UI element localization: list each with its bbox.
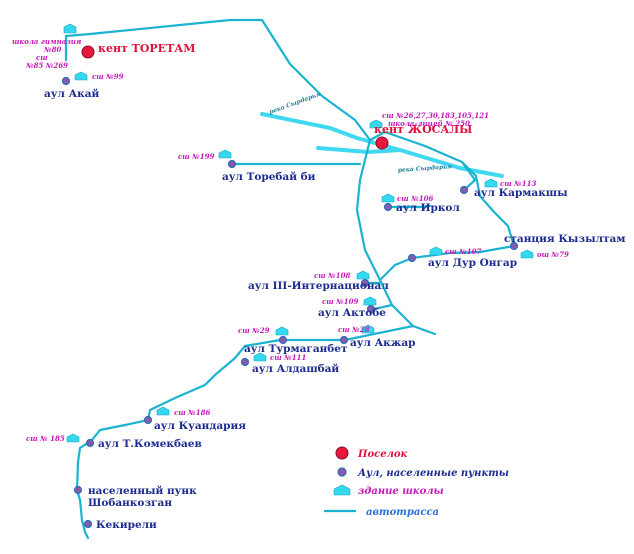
- school-icon: [361, 324, 375, 334]
- school-label-kyzyltam: ош №79: [537, 250, 569, 259]
- school-label-karmakshy: сш №113: [500, 179, 536, 188]
- legend-school-label: здание школы: [358, 486, 444, 497]
- legend-kent-icon: [335, 446, 349, 460]
- school-label-akai: сш №99: [92, 72, 124, 81]
- road-main: [88, 18, 437, 336]
- label-aktobe: аул Актобе: [318, 307, 386, 319]
- legend-school-icon: [333, 484, 351, 496]
- school-label-torebai: сш №199: [178, 152, 214, 161]
- school-icon: [63, 23, 77, 34]
- road-karmakshy: [368, 130, 516, 248]
- marker-aktobe: [366, 304, 376, 314]
- school-icons: [63, 23, 534, 443]
- river-label-2: река Сырдарья: [398, 163, 453, 174]
- marker-kyzyltam: [509, 241, 519, 251]
- label-dur-ongar: аул Дур Онгар: [428, 257, 517, 269]
- label-kuandaria: аул Куандария: [154, 420, 246, 432]
- marker-aldashbai: [240, 357, 250, 367]
- school-icon: [381, 193, 395, 203]
- road-network: [64, 18, 516, 540]
- road-south: [75, 324, 415, 540]
- school-label-komekbaev: сш № 185: [26, 434, 65, 443]
- legend-road-label: автотрасса: [366, 507, 439, 518]
- label-akzhar: аул Акжар: [350, 337, 415, 349]
- school-icon: [369, 119, 383, 129]
- label-komekbaev: аул Т.Комекбаев: [98, 438, 202, 450]
- label-zhosaly: кент ЖОСАЛЫ: [374, 123, 472, 136]
- legend-village-label: Аул, населенные пункты: [357, 468, 509, 479]
- school-label-turmaganbet: сш №29: [238, 326, 270, 335]
- marker-karmakshy: [459, 185, 469, 195]
- school-label-zhosaly-2: школа-лицей № 250: [388, 119, 470, 128]
- marker-iii-int: [360, 278, 370, 288]
- school-label-aktobe: сш №109: [322, 297, 358, 306]
- school-label-akzhar: сш №28: [338, 325, 370, 334]
- label-karmakshy: аул Кармакшы: [474, 187, 568, 199]
- village-markers: [61, 76, 519, 529]
- school-icon: [218, 149, 232, 159]
- road-dur-ongar: [378, 244, 516, 282]
- marker-kuandaria: [143, 415, 153, 425]
- river-label-1: река Сырдарья: [268, 91, 321, 116]
- marker-komekbaev: [85, 438, 95, 448]
- school-label-zhosaly-1: сш №26,27,30,183,105,121: [382, 111, 489, 120]
- label-shobankozgan-2: Шобанкозган: [88, 497, 172, 509]
- marker-dur-ongar: [407, 253, 417, 263]
- marker-toretam: [81, 45, 95, 59]
- school-icon: [356, 270, 370, 280]
- school-label-dur-ongar: сш №107: [445, 247, 481, 256]
- marker-irkol: [383, 202, 393, 212]
- school-label-toretam-1: школа гимназия: [12, 37, 82, 46]
- label-kyzyltam: станция Кызылтам: [504, 233, 625, 245]
- school-label-toretam-4: №85 №269: [25, 61, 68, 70]
- legend: Поселок Аул, населенные пункты здание шк…: [324, 446, 509, 518]
- label-torebai: аул Торебай би: [222, 171, 316, 183]
- school-icon: [156, 406, 170, 416]
- label-iii-int: аул III-Интернационал: [248, 280, 389, 292]
- school-icon: [363, 296, 377, 306]
- school-icon: [253, 352, 267, 362]
- label-toretam: кент ТОРЕТАМ: [98, 42, 195, 55]
- school-icon: [429, 246, 443, 256]
- school-label-aldashbai: сш №111: [270, 353, 306, 362]
- marker-kekireli: [83, 519, 93, 529]
- school-label-irkol: сш №106: [397, 194, 433, 203]
- road-karmakshy-spur: [460, 160, 477, 192]
- marker-shobankozgan: [73, 485, 83, 495]
- marker-akzhar: [339, 335, 349, 345]
- school-label-iii-int: сш №108: [314, 271, 350, 280]
- label-irkol: аул Иркол: [396, 202, 460, 214]
- school-icon: [74, 71, 88, 81]
- label-kekireli: Кекирели: [96, 519, 157, 531]
- school-icon: [275, 326, 289, 336]
- road-irkol: [386, 204, 432, 209]
- school-icon: [66, 433, 80, 443]
- marker-zhosaly: [375, 136, 389, 150]
- legend-village-icon: [337, 467, 347, 477]
- school-label-kuandaria: сш №186: [174, 408, 210, 417]
- marker-torebai: [227, 159, 237, 169]
- label-akai: аул Акай: [44, 88, 100, 100]
- label-aldashbai: аул Алдашбай: [252, 363, 339, 375]
- school-icon: [520, 249, 534, 259]
- school-label-toretam-3: сш: [36, 53, 48, 62]
- legend-kent-label: Поселок: [357, 449, 408, 460]
- label-turmaganbet: аул Турмаганбет: [244, 343, 348, 355]
- school-label-toretam-2: №80: [43, 45, 61, 54]
- road-akai-west: [64, 32, 92, 62]
- label-shobankozgan-1: населенный пунк: [88, 485, 197, 497]
- marker-turmaganbet: [278, 335, 288, 345]
- marker-akai: [61, 76, 71, 86]
- school-icon: [484, 178, 498, 188]
